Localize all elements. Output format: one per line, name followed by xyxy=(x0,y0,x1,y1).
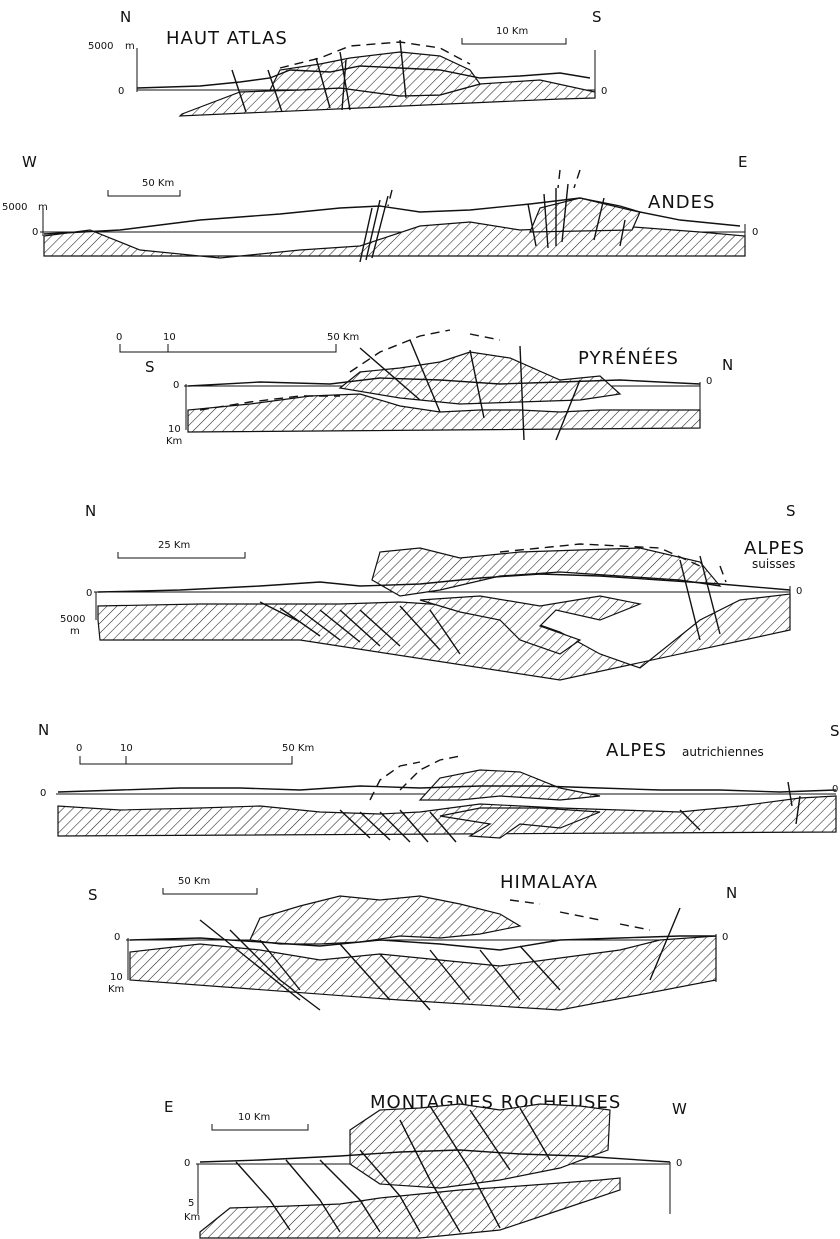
andes-left-direction: W xyxy=(22,153,37,171)
andes-zero-right: 0 xyxy=(752,227,758,238)
andes-right-direction: E xyxy=(738,153,747,171)
alpes-autrichiennes-scale-tick-10: 10 xyxy=(120,743,133,754)
section-montagnes-rocheuses: MONTAGNES ROCHEUSES E W 10 Km 0 0 5 Km xyxy=(164,1092,687,1238)
pyrenees-depth-unit: Km xyxy=(166,436,182,447)
himalaya-zero-left: 0 xyxy=(114,932,120,943)
pyrenees-right-direction: N xyxy=(722,356,733,374)
alpes-autrichiennes-scale-tick-0: 0 xyxy=(76,743,82,754)
himalaya-scale-label: 50 Km xyxy=(178,876,210,887)
himalaya-title: HIMALAYA xyxy=(500,872,598,893)
alpes-suisses-depth-value: 5000 xyxy=(60,614,85,625)
himalaya-depth-value: 10 xyxy=(110,972,123,983)
alpes-suisses-right-direction: S xyxy=(786,502,796,520)
himalaya-zero-right: 0 xyxy=(722,932,728,943)
alpes-suisses-scale-label: 25 Km xyxy=(158,540,190,551)
montagnes-rocheuses-zero-left: 0 xyxy=(184,1158,190,1169)
montagnes-rocheuses-right-direction: W xyxy=(672,1100,687,1118)
himalaya-right-direction: N xyxy=(726,884,737,902)
alpes-autrichiennes-left-direction: N xyxy=(38,721,49,739)
himalaya-scale-bar xyxy=(163,888,257,894)
alpes-autrichiennes-nappe-upper xyxy=(420,770,600,800)
alpes-autrichiennes-scale-bar xyxy=(80,756,292,764)
montagnes-rocheuses-basement xyxy=(200,1178,620,1238)
andes-basement xyxy=(44,222,745,258)
alpes-autrichiennes-title: ALPES xyxy=(606,740,667,761)
himalaya-crystalline-nappe xyxy=(250,896,520,944)
andes-height-value: 5000 xyxy=(2,202,27,213)
pyrenees-scale-tick-50: 50 Km xyxy=(327,332,359,343)
haut-atlas-scale-bar xyxy=(462,38,566,44)
montagnes-rocheuses-scale-bar xyxy=(212,1124,308,1130)
haut-atlas-scale-label: 10 Km xyxy=(496,26,528,37)
alpes-autrichiennes-subtitle: autrichiennes xyxy=(682,745,764,759)
alpes-suisses-subtitle: suisses xyxy=(752,557,795,571)
alpes-suisses-nappe-upper xyxy=(372,548,720,596)
haut-atlas-cover xyxy=(270,52,480,96)
pyrenees-depth-value: 10 xyxy=(168,424,181,435)
himalaya-dashed-lines xyxy=(510,900,650,930)
andes-title: ANDES xyxy=(648,192,715,213)
pyrenees-title: PYRÉNÉES xyxy=(578,347,679,369)
section-haut-atlas: N S HAUT ATLAS 10 Km 5000 m 0 0 xyxy=(88,8,607,116)
pyrenees-scale-bar xyxy=(120,344,336,352)
section-andes: W E ANDES 50 Km 5000 m 0 0 xyxy=(2,153,758,262)
himalaya-left-direction: S xyxy=(88,886,98,904)
pyrenees-zero-left: 0 xyxy=(173,380,179,391)
section-pyrenees: 0 10 50 Km S N PYRÉNÉES 0 0 10 Km xyxy=(116,330,733,447)
section-alpes-suisses: N S ALPES suisses 25 Km 0 0 5000 m xyxy=(60,502,805,680)
haut-atlas-right-direction: S xyxy=(592,8,602,26)
himalaya-depth-unit: Km xyxy=(108,984,124,995)
alpes-suisses-zero-left: 0 xyxy=(86,588,92,599)
alpes-autrichiennes-scale-tick-50: 50 Km xyxy=(282,743,314,754)
montagnes-rocheuses-left-direction: E xyxy=(164,1098,173,1116)
andes-zero-left: 0 xyxy=(32,227,38,238)
montagnes-rocheuses-thrust-sheets xyxy=(350,1104,610,1188)
alpes-suisses-depth-unit: m xyxy=(70,626,80,637)
haut-atlas-height-unit: m xyxy=(125,41,135,52)
alpes-suisses-title: ALPES xyxy=(744,538,805,559)
alpes-suisses-scale-bar xyxy=(118,552,245,558)
montagnes-rocheuses-depth-value: 5 xyxy=(188,1198,194,1209)
haut-atlas-left-direction: N xyxy=(120,8,131,26)
himalaya-basement xyxy=(130,936,716,1010)
pyrenees-zero-right: 0 xyxy=(706,376,712,387)
haut-atlas-zero-left: 0 xyxy=(118,86,124,97)
section-himalaya: HIMALAYA S N 50 Km 0 0 10 Km xyxy=(88,872,737,1010)
alpes-autrichiennes-zero-left: 0 xyxy=(40,788,46,799)
alpes-suisses-zero-right: 0 xyxy=(796,586,802,597)
haut-atlas-title: HAUT ATLAS xyxy=(166,28,288,49)
alpes-suisses-left-direction: N xyxy=(85,502,96,520)
andes-scale-bar xyxy=(108,190,180,196)
haut-atlas-zero-right: 0 xyxy=(601,86,607,97)
montagnes-rocheuses-scale-label: 10 Km xyxy=(238,1112,270,1123)
section-alpes-autrichiennes: N S 0 10 50 Km ALPES autrichiennes 0 0 xyxy=(38,721,840,842)
andes-scale-label: 50 Km xyxy=(142,178,174,189)
alpes-autrichiennes-right-direction: S xyxy=(830,722,840,740)
montagnes-rocheuses-zero-right: 0 xyxy=(676,1158,682,1169)
pyrenees-scale-tick-10: 10 xyxy=(163,332,176,343)
pyrenees-left-direction: S xyxy=(145,358,155,376)
andes-fault-dashes xyxy=(388,170,580,206)
haut-atlas-height-value: 5000 xyxy=(88,41,113,52)
pyrenees-scale-tick-0: 0 xyxy=(116,332,122,343)
